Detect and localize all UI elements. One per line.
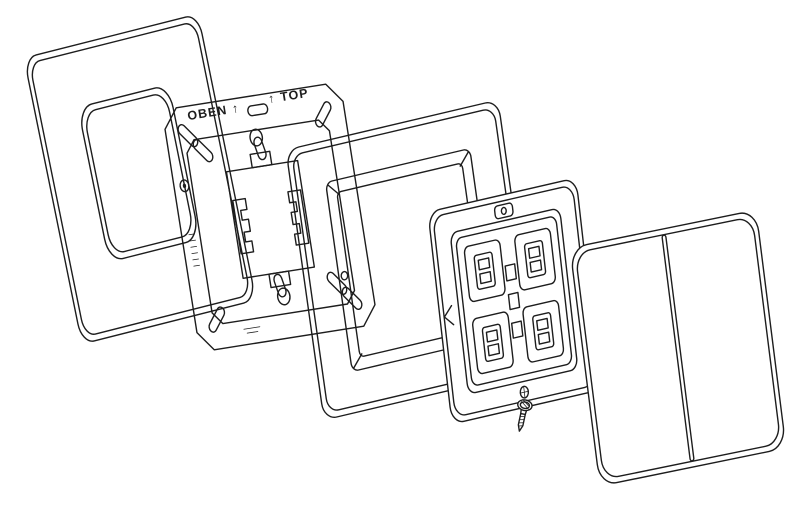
top-tab bbox=[250, 151, 272, 167]
corner-slot bbox=[192, 138, 214, 164]
corner-slot bbox=[314, 100, 332, 129]
brand-print-marks bbox=[244, 327, 261, 334]
part-cover-plate bbox=[24, 14, 256, 344]
insert-panel-outer bbox=[450, 208, 578, 394]
support-ring-outline bbox=[162, 82, 378, 352]
screw-head-hatch bbox=[520, 399, 530, 409]
corner-slot bbox=[326, 270, 348, 296]
screw-threads bbox=[518, 416, 525, 427]
left-latch bbox=[443, 306, 453, 327]
insert-panel-inner bbox=[456, 216, 573, 387]
terminal-block bbox=[505, 264, 516, 281]
right-claw bbox=[288, 190, 309, 245]
fine-print-marks bbox=[189, 234, 200, 266]
part-rocker-cover bbox=[570, 210, 786, 486]
part-switch-insert bbox=[428, 178, 600, 424]
terminal-block bbox=[508, 292, 519, 309]
cover-plate-opening-inner bbox=[83, 92, 194, 255]
insert-top-lug-hole bbox=[501, 207, 507, 215]
insert-bottom-screw-cross bbox=[520, 386, 528, 398]
rocker-outer-edge bbox=[570, 210, 786, 486]
rocker-center-divider bbox=[662, 235, 694, 461]
insert-top-lug bbox=[494, 203, 513, 220]
bottom-keyhole-hole bbox=[276, 286, 293, 307]
oben-label: OBEN↑ bbox=[186, 101, 240, 123]
corner-slot bbox=[177, 123, 199, 149]
side-fixing-hole-center bbox=[182, 183, 187, 189]
side-fixing-hole bbox=[179, 179, 189, 192]
part-support-ring bbox=[162, 82, 378, 352]
up-arrow-icon: ↑ bbox=[267, 91, 276, 106]
bottom-keyhole bbox=[271, 272, 292, 307]
bottom-tab bbox=[269, 271, 291, 287]
top-keyhole-slot bbox=[253, 136, 268, 161]
support-ring-pressed-square bbox=[185, 119, 356, 325]
top-text: TOP bbox=[279, 86, 309, 104]
frame-detent-hole bbox=[341, 271, 349, 281]
cover-plate-inner-edge bbox=[29, 21, 250, 336]
fixing-screw bbox=[512, 399, 533, 433]
corner-slot bbox=[341, 285, 363, 311]
top-band-slot bbox=[247, 103, 268, 116]
top-keyhole-hole bbox=[248, 127, 265, 148]
top-label: ↑TOP bbox=[267, 86, 309, 106]
insert-bottom-screw bbox=[520, 386, 529, 399]
top-keyhole bbox=[248, 127, 269, 162]
cover-plate-outer-edge bbox=[24, 14, 256, 344]
cover-plate-opening-outer bbox=[78, 85, 200, 262]
insert-outer-edge bbox=[428, 178, 600, 424]
bottom-keyhole-slot bbox=[273, 273, 288, 298]
corner-slot bbox=[208, 305, 226, 334]
up-arrow-icon: ↑ bbox=[231, 101, 240, 116]
left-claw bbox=[233, 199, 254, 254]
screw-shaft bbox=[517, 414, 525, 432]
frame-window-bevels bbox=[328, 152, 494, 368]
terminal-block bbox=[512, 321, 523, 338]
oben-text: OBEN bbox=[186, 103, 228, 123]
